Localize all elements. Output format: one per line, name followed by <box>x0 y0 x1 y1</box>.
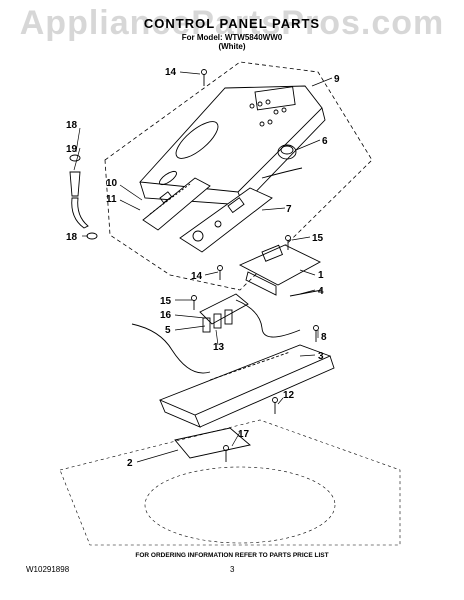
callout-7: 7 <box>286 204 292 215</box>
callout-4: 4 <box>318 286 324 297</box>
console-rear-panel <box>179 187 273 253</box>
callout-12: 12 <box>283 390 295 401</box>
document-number: W10291898 <box>26 565 70 574</box>
callout-2: 2 <box>127 458 133 469</box>
control-knob <box>277 144 297 160</box>
callout-13: 13 <box>213 342 225 353</box>
ui-board <box>142 177 211 231</box>
leader-lines <box>73 71 333 463</box>
wire-lead <box>261 167 303 179</box>
callout-19: 19 <box>66 144 78 155</box>
watermark: AppliancePartsPros.com <box>19 4 445 42</box>
callout-15b: 15 <box>160 296 172 307</box>
callout-14b: 14 <box>191 271 203 282</box>
console-base <box>158 344 335 428</box>
screws <box>191 69 319 462</box>
callout-17: 17 <box>238 429 250 440</box>
callout-3: 3 <box>318 351 324 362</box>
callout-labels: 14 9 18 6 19 10 11 7 18 15 14 1 4 15 16 … <box>66 67 340 469</box>
callout-15: 15 <box>312 233 324 244</box>
water-valve <box>131 293 301 374</box>
callout-10: 10 <box>106 178 118 189</box>
callout-8: 8 <box>321 332 327 343</box>
ordering-note: FOR ORDERING INFORMATION REFER TO PARTS … <box>135 552 329 559</box>
hose-assembly <box>69 154 98 240</box>
callout-1: 1 <box>318 270 324 281</box>
callout-18b: 18 <box>66 232 78 243</box>
support-rod <box>289 289 323 297</box>
callout-5: 5 <box>165 325 171 336</box>
callout-14: 14 <box>165 67 177 78</box>
callout-11: 11 <box>106 194 117 205</box>
color-line: (White) <box>218 42 246 51</box>
callout-16: 16 <box>160 310 172 321</box>
page-number: 3 <box>230 565 235 574</box>
page-title: CONTROL PANEL PARTS <box>143 16 321 31</box>
control-console <box>139 85 326 206</box>
assembly-outline <box>104 61 373 291</box>
callout-6: 6 <box>322 136 328 147</box>
main-control-board <box>238 244 321 296</box>
callout-18: 18 <box>66 120 78 131</box>
model-line: For Model: WTW5840WW0 <box>181 33 283 42</box>
washer-top <box>59 419 401 546</box>
callout-9: 9 <box>334 74 340 85</box>
